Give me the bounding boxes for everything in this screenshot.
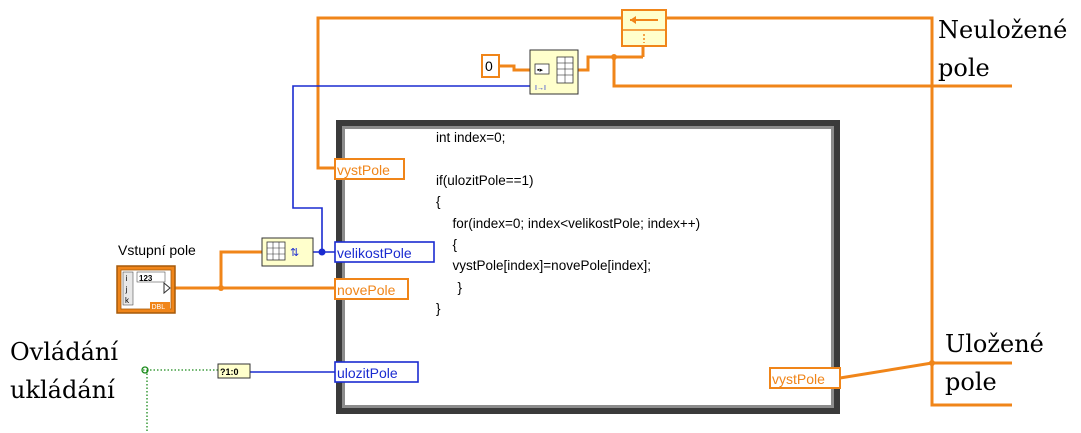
formula-node[interactable] <box>336 120 840 414</box>
dbl-label: DBL <box>152 304 166 311</box>
wire-junction <box>318 248 326 256</box>
code-line: for(index=0; index<velikostPole; index++… <box>445 216 700 231</box>
initialize-array-node[interactable]: ▪▸ I→I <box>529 49 579 95</box>
wire-junction <box>611 54 617 60</box>
bool-to-number-node[interactable]: ?1:0 <box>217 363 251 379</box>
code-line: vystPole[index]=novePole[index]; <box>445 258 651 273</box>
label-ovladani: Ovládání <box>10 338 118 366</box>
svg-text:novePole: novePole <box>337 282 396 298</box>
label-ulozene: Uložené <box>945 330 1044 358</box>
green-wires <box>143 369 218 433</box>
terminal-vystPole-input[interactable]: vystPole <box>334 158 405 180</box>
label-vstupni-pole: Vstupní pole <box>118 242 196 258</box>
svg-text:velikostPole: velikostPole <box>337 245 412 261</box>
constant-value: 0 <box>485 58 493 74</box>
label-ukladani: ukládání <box>10 376 115 404</box>
code-line: { <box>436 194 441 209</box>
index-k: k <box>125 296 130 305</box>
wire-junction <box>929 360 935 366</box>
code-line: { <box>445 237 458 252</box>
array-num-label: 123 <box>139 274 153 283</box>
svg-text:▪▸: ▪▸ <box>537 67 543 74</box>
code-line: } <box>450 280 463 295</box>
formula-code: int index=0; if(ulozitPole==1) { for(ind… <box>436 130 700 316</box>
numeric-constant[interactable]: 0 <box>481 54 500 78</box>
label-ulozene-pole: pole <box>945 368 997 396</box>
svg-text:vystPole: vystPole <box>337 162 390 178</box>
svg-text:⇅: ⇅ <box>290 247 299 259</box>
wire-junction <box>218 285 224 291</box>
label-neulozene: Neuložené <box>938 16 1067 44</box>
terminal-vystPole-output[interactable]: vystPole <box>769 367 841 389</box>
index-i: i <box>126 274 128 283</box>
array-size-node[interactable]: ⇅ <box>261 237 314 267</box>
bool-to-number-label: ?1:0 <box>220 367 239 377</box>
index-j: j <box>125 285 128 294</box>
label-neulozene-pole: pole <box>938 54 990 82</box>
terminal-velikostPole[interactable]: velikostPole <box>334 241 435 263</box>
svg-text:vystPole: vystPole <box>772 371 825 387</box>
wire-junction <box>141 366 149 374</box>
svg-text:ulozitPole: ulozitPole <box>337 365 398 381</box>
array-shift-node[interactable] <box>621 9 667 47</box>
code-line: } <box>436 301 441 316</box>
code-line: int index=0; <box>436 130 505 145</box>
input-array-control[interactable]: i j k 123 DBL <box>116 265 176 314</box>
svg-text:I→I: I→I <box>535 85 546 92</box>
terminal-novePole[interactable]: novePole <box>334 278 409 300</box>
code-line: if(ulozitPole==1) <box>436 173 534 188</box>
terminal-ulozitPole[interactable]: ulozitPole <box>334 361 419 383</box>
